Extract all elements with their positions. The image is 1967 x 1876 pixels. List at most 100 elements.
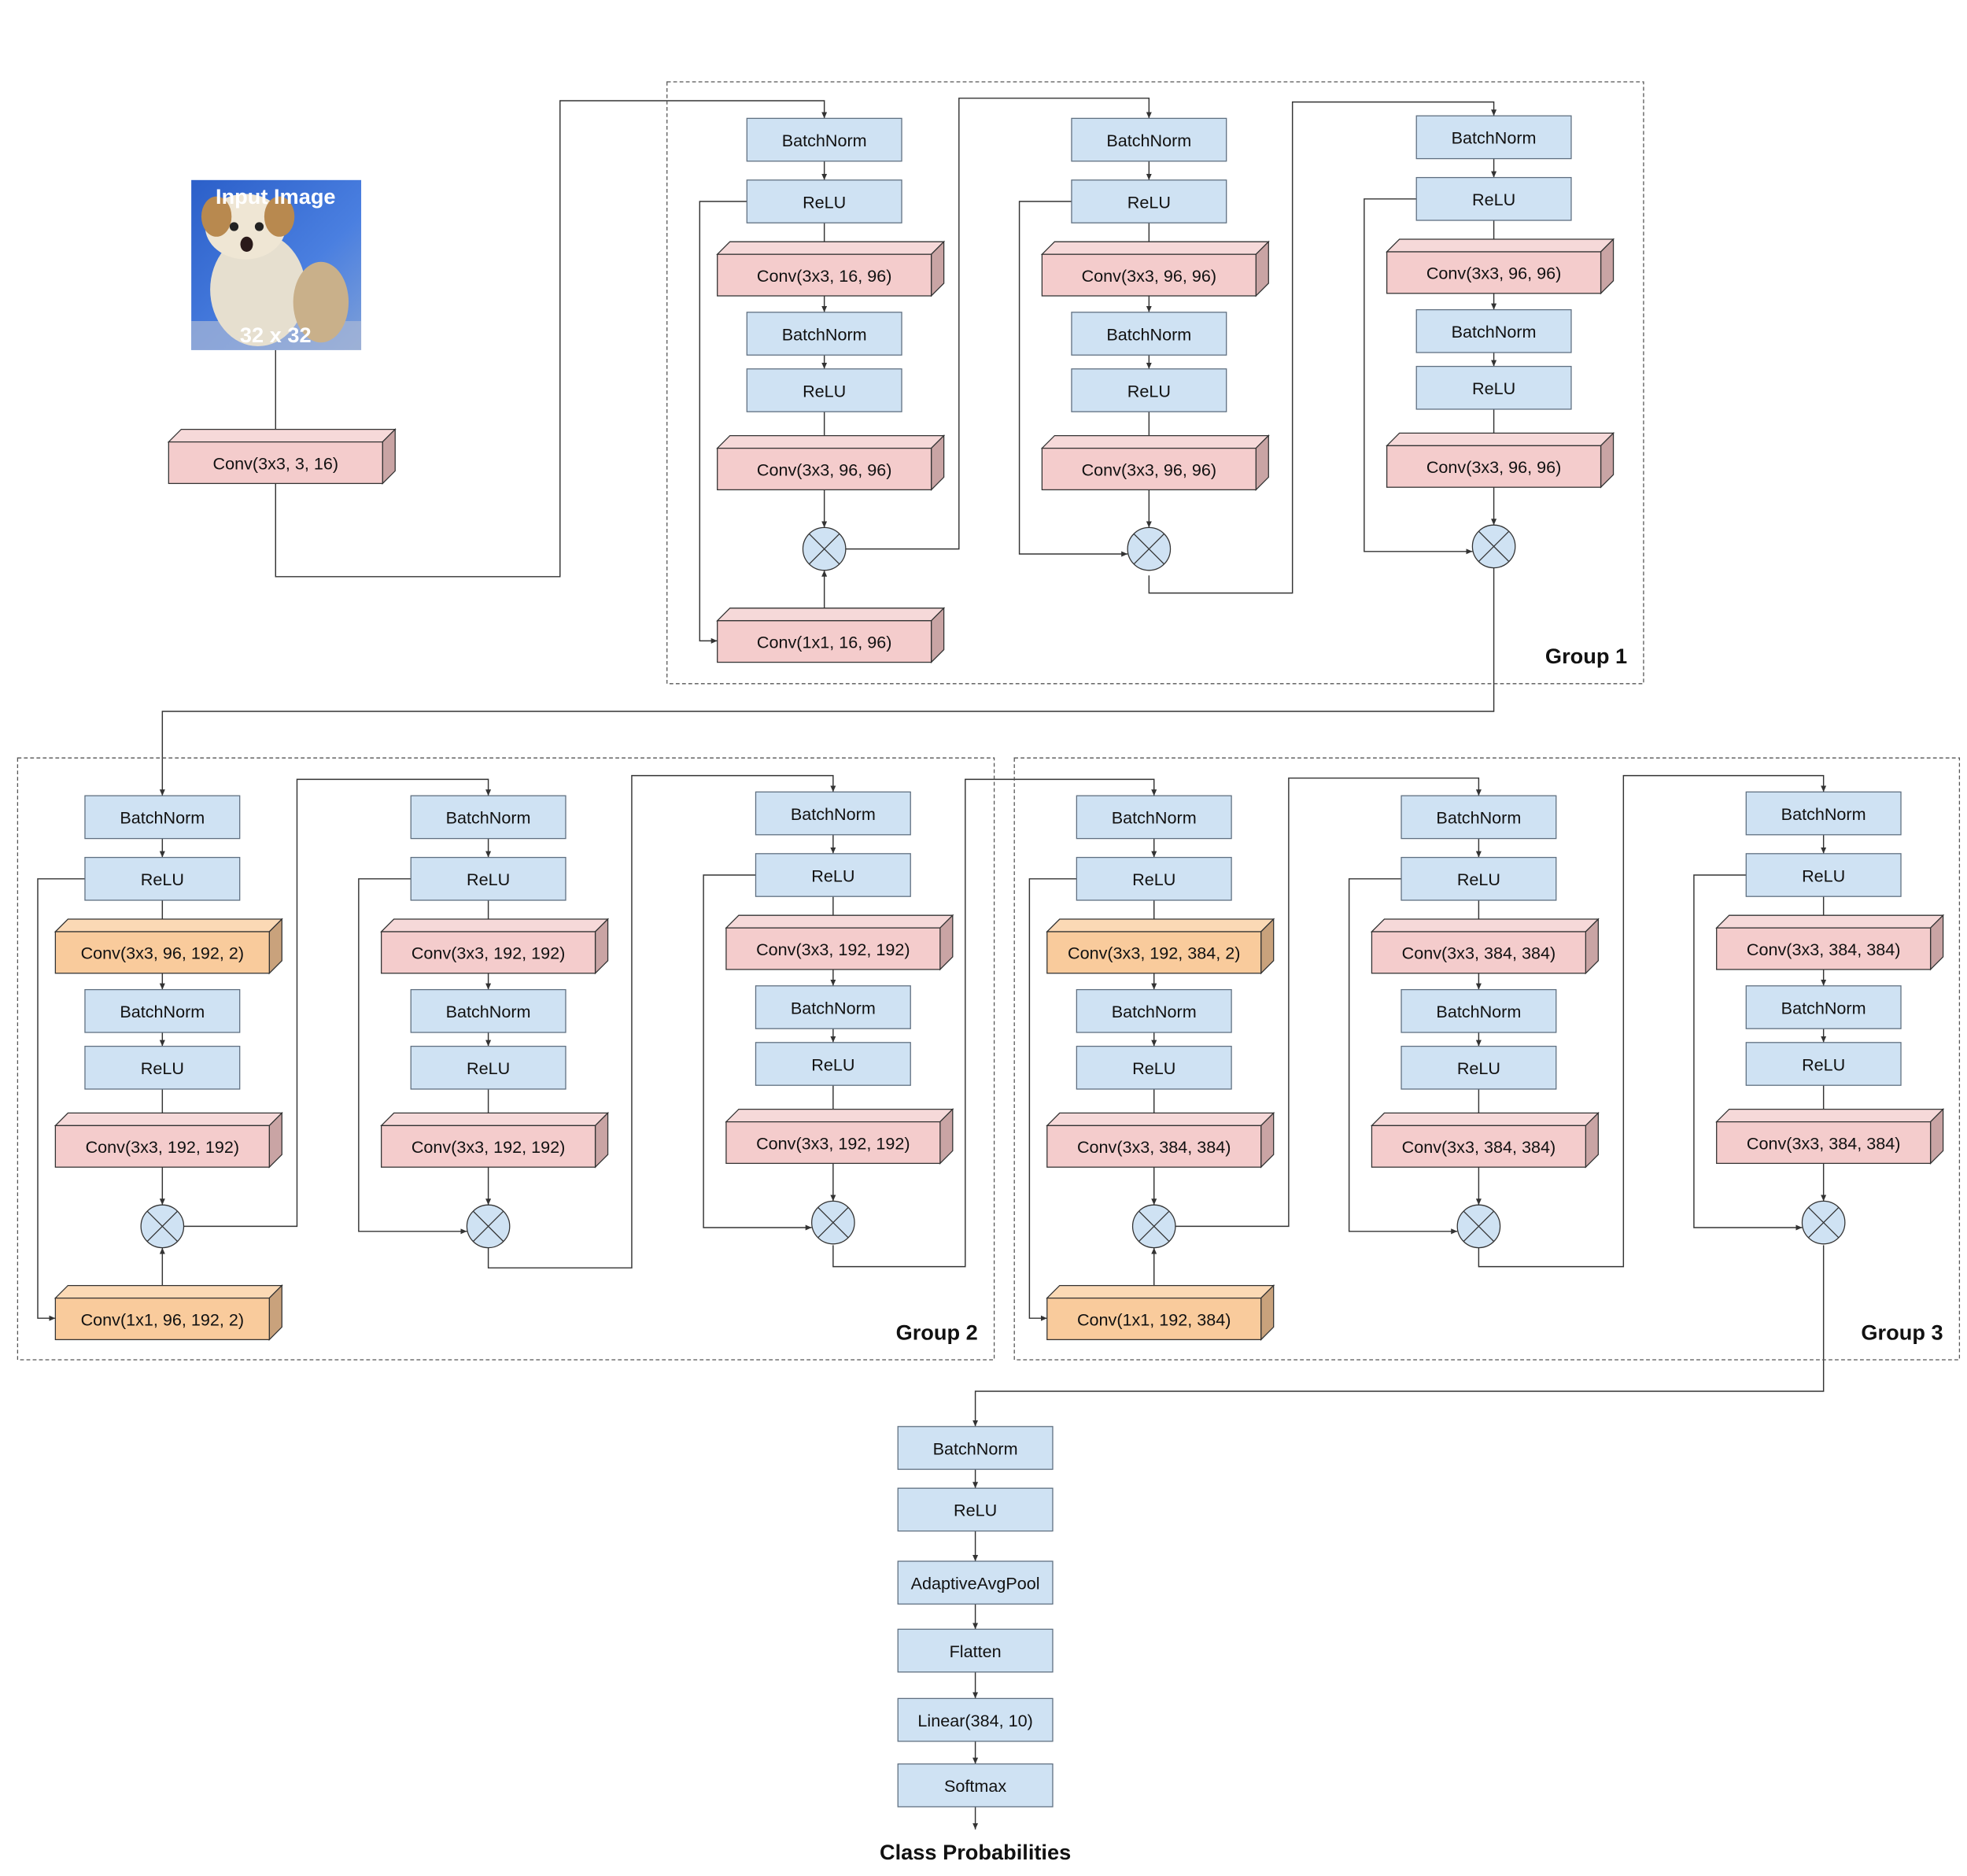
output-label: Class Probabilities (880, 1840, 1071, 1864)
g3-block3-relu-2: ReLU (1745, 1042, 1902, 1086)
g3-block2-conv-1: Conv(3x3, 384, 384) (1370, 918, 1600, 975)
head-flatten: Flatten (897, 1628, 1054, 1673)
layer-label: Conv(3x3, 192, 192) (86, 1137, 239, 1157)
layer-label: ReLU (954, 1501, 997, 1520)
g1-block1-relu-1: ReLU (746, 179, 902, 223)
elementwise-sum-icon (1801, 1200, 1846, 1245)
layer-label: BatchNorm (1106, 324, 1191, 344)
layer-label: Conv(3x3, 192, 384, 2) (1068, 944, 1240, 963)
layer-label: BatchNorm (1106, 131, 1191, 150)
connection-line (699, 201, 747, 644)
layer-label: Conv(3x3, 96, 96) (1426, 457, 1562, 477)
layer-label: Conv(3x3, 96, 96) (1426, 264, 1562, 283)
layer-label: Conv(3x3, 3, 16) (213, 453, 339, 473)
g3-block1-shortcut-conv: Conv(1x1, 192, 384) (1046, 1284, 1275, 1341)
layer-label: Conv(3x3, 16, 96) (757, 266, 892, 286)
layer-label: BatchNorm (446, 1002, 531, 1021)
layer-label: Linear(384, 10) (917, 1711, 1032, 1730)
connection-line (1018, 201, 1128, 557)
g2-block3-batchnorm-2: BatchNorm (755, 985, 911, 1029)
layer-label: Conv(3x3, 96, 192, 2) (81, 944, 244, 963)
connection-line (37, 878, 85, 1321)
layer-label: Conv(3x3, 192, 192) (756, 940, 910, 959)
g1-block3-relu-2: ReLU (1415, 365, 1572, 410)
elementwise-sum-icon (1131, 1204, 1176, 1249)
layer-label: Conv(3x3, 192, 192) (411, 944, 566, 963)
layer-label: ReLU (1132, 1058, 1175, 1078)
layer-label: ReLU (811, 866, 854, 885)
layer-label: BatchNorm (1112, 1002, 1197, 1021)
connection-line (487, 774, 836, 1269)
g2-block2-relu-1: ReLU (410, 856, 566, 901)
g3-block2-batchnorm-2: BatchNorm (1401, 988, 1557, 1033)
layer-label: Conv(3x3, 384, 384) (1402, 944, 1556, 963)
connection-line (972, 1245, 1825, 1427)
g3-block1-relu-1: ReLU (1076, 856, 1232, 901)
g3-block3-conv-1: Conv(3x3, 384, 384) (1715, 914, 1945, 971)
g3-block3-conv-2: Conv(3x3, 384, 384) (1715, 1108, 1945, 1165)
layer-label: ReLU (1132, 870, 1175, 889)
layer-label: Conv(3x3, 384, 384) (1747, 940, 1901, 959)
g3-block2-relu-1: ReLU (1401, 856, 1557, 901)
connection-line (159, 567, 1495, 796)
g3-block1-conv-1: Conv(3x3, 192, 384, 2) (1046, 918, 1275, 975)
g2-block1-relu-2: ReLU (84, 1045, 241, 1090)
layer-label: ReLU (1457, 1058, 1500, 1078)
layer-label: Conv(1x1, 16, 96) (757, 632, 892, 652)
g1-block3-batchnorm-2: BatchNorm (1415, 308, 1572, 353)
layer-label: ReLU (1127, 192, 1171, 212)
head-relu: ReLU (897, 1487, 1054, 1532)
g1-block3-conv-2: Conv(3x3, 96, 96) (1386, 431, 1615, 489)
elementwise-sum-icon (1471, 524, 1516, 569)
layer-label: ReLU (141, 1058, 184, 1078)
layer-label: ReLU (803, 381, 846, 401)
g1-block2-batchnorm-2: BatchNorm (1071, 312, 1227, 356)
g1-block1-relu-2: ReLU (746, 368, 902, 412)
g1-block1-batchnorm-2: BatchNorm (746, 312, 902, 356)
elementwise-sum-icon (466, 1204, 511, 1249)
elementwise-sum-icon (802, 526, 847, 571)
layer-label: Flatten (950, 1642, 1002, 1661)
g1-block1-conv-1: Conv(3x3, 16, 96) (716, 240, 946, 297)
g1-block2-batchnorm-1: BatchNorm (1071, 117, 1227, 162)
g1-block2-relu-1: ReLU (1071, 179, 1227, 223)
g1-block2-conv-1: Conv(3x3, 96, 96) (1040, 240, 1270, 297)
elementwise-sum-icon (140, 1204, 185, 1249)
layer-label: BatchNorm (446, 808, 531, 828)
layer-label: ReLU (1472, 379, 1515, 398)
g3-block2-batchnorm-1: BatchNorm (1401, 795, 1557, 840)
head-batchnorm: BatchNorm (897, 1426, 1054, 1470)
g2-block3-relu-1: ReLU (755, 853, 911, 897)
g3-block1-conv-2: Conv(3x3, 384, 384) (1046, 1111, 1275, 1169)
g3-block3-batchnorm-1: BatchNorm (1745, 791, 1902, 836)
layer-label: BatchNorm (1436, 808, 1521, 828)
connection-line (832, 778, 1157, 1268)
g1-block1-batchnorm-1: BatchNorm (746, 117, 902, 162)
layer-label: ReLU (1802, 1054, 1845, 1074)
head-softmax: Softmax (897, 1763, 1054, 1808)
group-2-frame: Group 2 (17, 757, 995, 1361)
stem-conv: Conv(3x3, 3, 16) (167, 428, 397, 485)
layer-label: ReLU (811, 1054, 854, 1074)
connections (37, 98, 1827, 1830)
group-label: Group 1 (1545, 644, 1627, 668)
connection-line (1348, 878, 1458, 1235)
input-image-size: 32 x 32 (240, 323, 312, 347)
group-label: Group 2 (896, 1320, 978, 1344)
g2-block2-batchnorm-2: BatchNorm (410, 988, 566, 1033)
connection-line (1478, 774, 1827, 1268)
layer-label: Conv(1x1, 96, 192, 2) (81, 1309, 244, 1329)
layer-label: ReLU (1472, 190, 1515, 209)
layer-label: BatchNorm (933, 1438, 1018, 1458)
g1-block1-conv-2: Conv(3x3, 96, 96) (716, 434, 946, 491)
layer-label: BatchNorm (120, 1002, 205, 1021)
layer-label: BatchNorm (782, 131, 867, 150)
g2-block1-batchnorm-1: BatchNorm (84, 795, 241, 840)
layer-label: ReLU (467, 1058, 510, 1078)
layer-label: BatchNorm (1436, 1002, 1521, 1021)
layer-label: Conv(3x3, 192, 192) (411, 1137, 566, 1157)
layer-label: ReLU (1802, 866, 1845, 885)
g1-block3-relu-1: ReLU (1415, 176, 1572, 221)
